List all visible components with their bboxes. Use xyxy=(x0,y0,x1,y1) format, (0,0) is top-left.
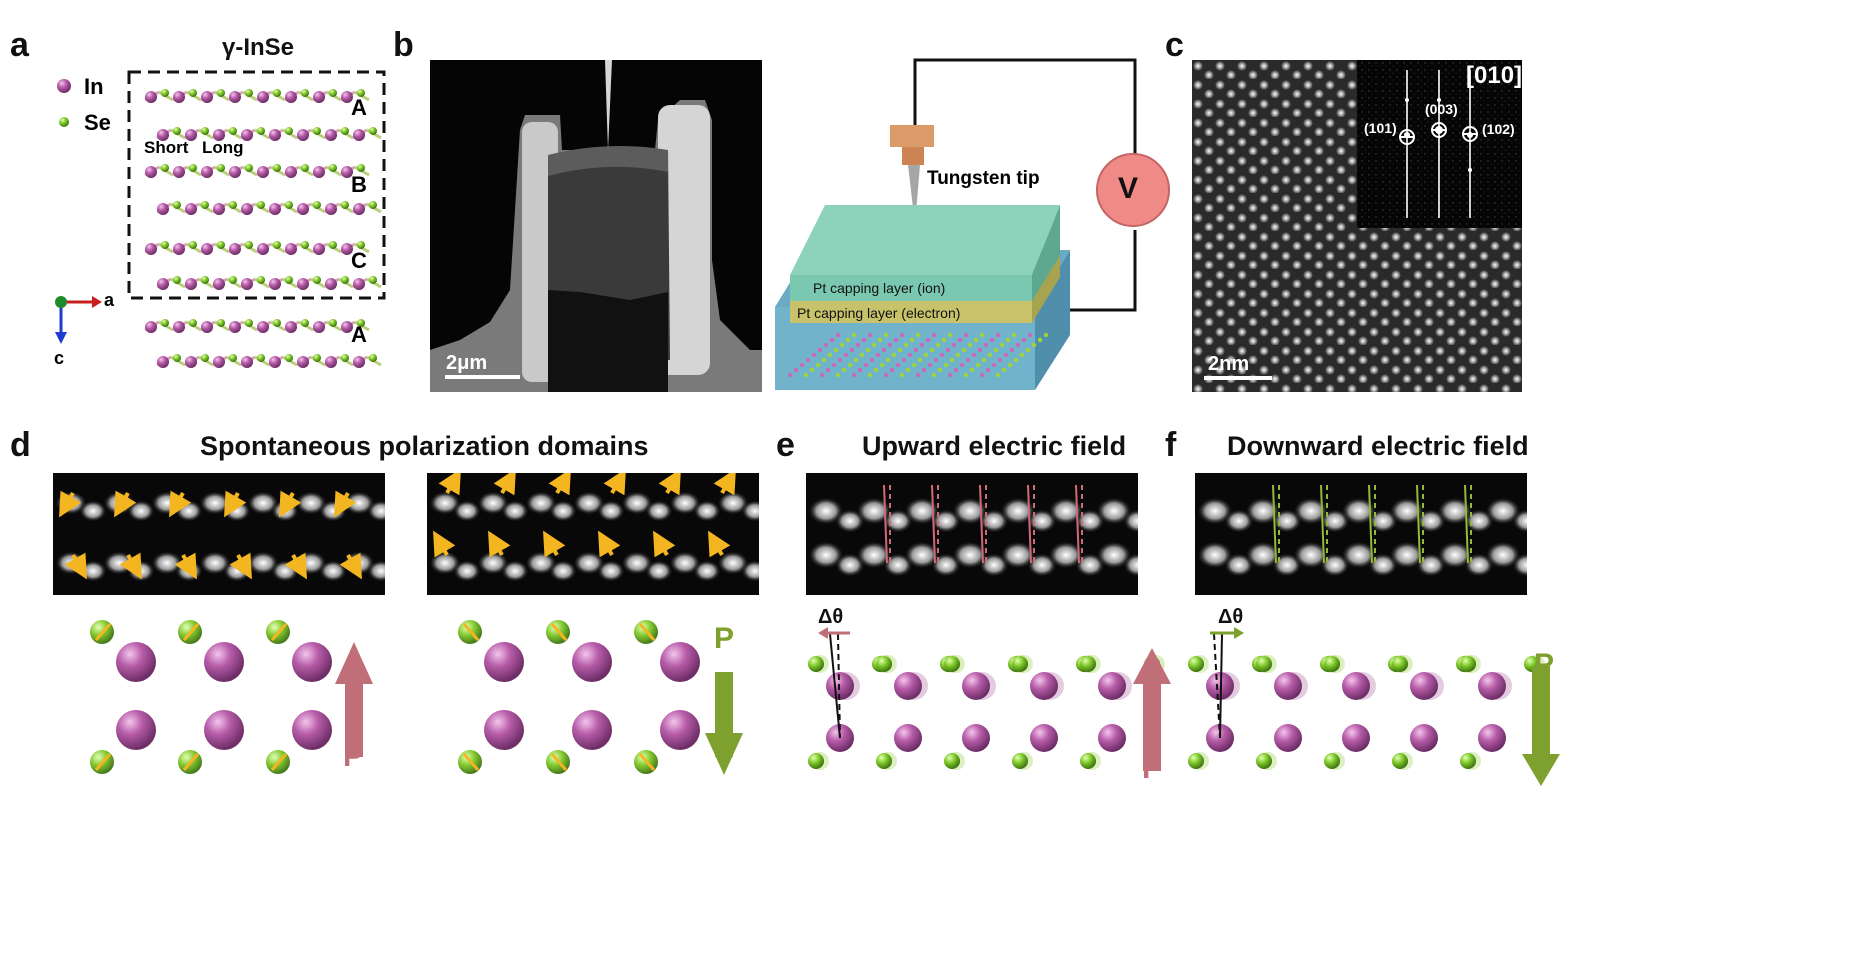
delta-theta-e: Δθ xyxy=(818,606,844,628)
panel-a-title: γ-InSe xyxy=(222,34,295,61)
legend-se-label: Se xyxy=(84,110,111,135)
stacking-label-c: C xyxy=(351,248,367,273)
axis-a-label: a xyxy=(104,290,115,310)
zone-axis-label: [010] xyxy=(1466,62,1523,89)
stacking-label-a2: A xyxy=(351,322,367,347)
panel-e-title: Upward electric field xyxy=(862,431,1127,461)
axes-indicator xyxy=(55,296,102,344)
stacking-label-b: B xyxy=(351,172,367,197)
short-bond-label: Short xyxy=(144,138,189,157)
atom-model-left xyxy=(90,620,373,774)
panel-d-title: Spontaneous polarization domains xyxy=(200,431,649,461)
p-label-up-e: P xyxy=(1142,752,1163,785)
layer-ion-label: Pt capping layer (ion) xyxy=(813,280,946,296)
layer-electron-label: Pt capping layer (electron) xyxy=(797,305,961,321)
axis-c-label: c xyxy=(54,348,65,368)
atom-model-upward xyxy=(808,627,1171,771)
device-schematic xyxy=(775,58,1170,390)
stem-image-left xyxy=(53,473,385,595)
panel-label-f: f xyxy=(1165,426,1177,464)
tip-label: Tungsten tip xyxy=(927,168,1040,189)
sem-scale-bar-label: 2μm xyxy=(446,352,488,374)
voltage-source-label: V xyxy=(1118,172,1139,205)
stem-image-upward xyxy=(806,473,1138,595)
sem-image xyxy=(430,60,762,392)
stem-image-right xyxy=(427,473,759,595)
hrtem-image xyxy=(1192,60,1522,392)
spot-003-label: (003) xyxy=(1425,101,1458,117)
p-label-down-d: P xyxy=(714,622,735,655)
p-label-down-f: P xyxy=(1534,648,1555,681)
legend-in-label: In xyxy=(84,74,104,99)
panel-label-a: a xyxy=(10,26,29,64)
stem-image-downward xyxy=(1195,473,1527,595)
spot-101-label: (101) xyxy=(1364,120,1397,136)
hrtem-scale-bar-label: 2nm xyxy=(1208,353,1250,375)
panel-f-title: Downward electric field xyxy=(1227,431,1529,461)
spot-102-label: (102) xyxy=(1482,121,1515,137)
p-label-up-d: P xyxy=(343,740,364,773)
panel-label-e: e xyxy=(776,426,795,464)
atom-model-right xyxy=(458,620,743,775)
long-bond-label: Long xyxy=(202,138,244,157)
panel-label-b: b xyxy=(393,26,414,64)
crystal-structure-diagram xyxy=(127,70,386,368)
atom-model-downward xyxy=(1188,627,1560,786)
panel-label-c: c xyxy=(1165,26,1184,64)
element-legend: In Se xyxy=(56,74,136,144)
delta-theta-f: Δθ xyxy=(1218,606,1244,628)
panel-label-d: d xyxy=(10,426,31,464)
stacking-label-a: A xyxy=(351,95,367,120)
